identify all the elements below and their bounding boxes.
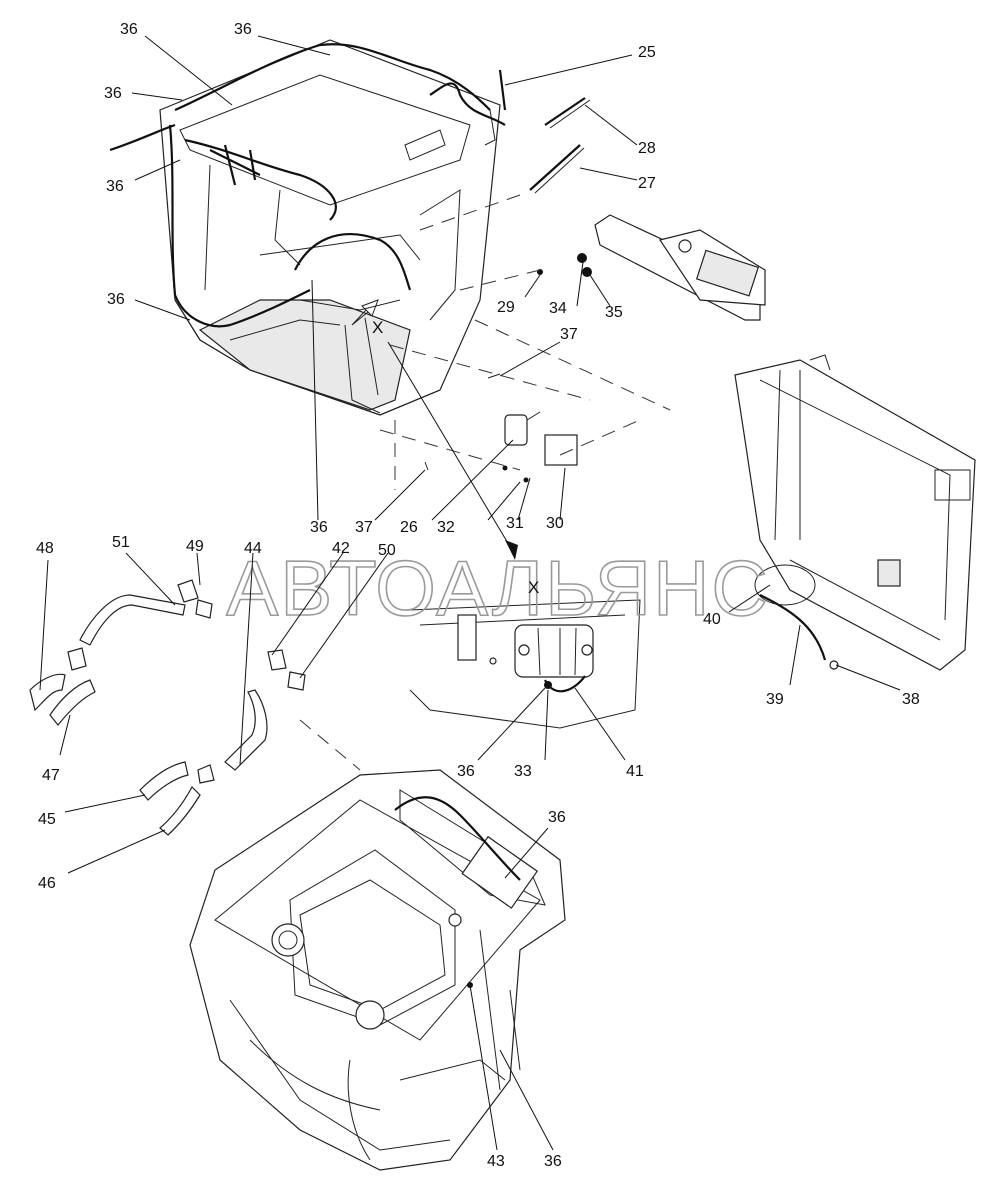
callout-47: 47: [42, 767, 60, 784]
callout-49: 49: [186, 538, 204, 555]
callout-36-a: 36: [120, 21, 138, 38]
wiring-harness-cab: [109, 43, 507, 328]
cab-rear-frame: [734, 354, 976, 671]
cab-frame-upper: [159, 39, 501, 416]
callout-32: 32: [437, 519, 455, 536]
callout-40: 40: [703, 611, 721, 628]
callout-50: 50: [378, 542, 396, 559]
callout-35: 35: [605, 304, 623, 321]
leader-lines: [39, 35, 901, 1151]
callout-36-i: 36: [544, 1153, 562, 1170]
callout-27: 27: [638, 175, 656, 192]
callout-45: 45: [38, 811, 56, 828]
detail-view-x: [409, 599, 641, 729]
callout-37-b: 37: [355, 519, 373, 536]
callout-36-e: 36: [107, 291, 125, 308]
callout-36-b: 36: [234, 21, 252, 38]
callout-43: 43: [487, 1153, 505, 1170]
callout-39: 39: [766, 691, 784, 708]
view-marker-detail: X: [528, 578, 539, 597]
rear-panel-cover: [577, 214, 766, 321]
hose-39: [759, 594, 839, 670]
callout-26: 26: [400, 519, 418, 536]
callout-44: 44: [244, 540, 262, 557]
callout-38: 38: [902, 691, 920, 708]
callout-46: 46: [38, 875, 56, 892]
callout-42: 42: [332, 540, 350, 557]
callout-33: 33: [514, 763, 532, 780]
wiper-arm-27: [529, 144, 585, 194]
callout-36-c: 36: [104, 85, 122, 102]
callout-36-h: 36: [548, 809, 566, 826]
callout-34: 34: [549, 300, 567, 317]
detail-ring-40: [754, 564, 816, 606]
callout-29: 29: [497, 299, 515, 316]
view-x-arrow: [351, 299, 518, 560]
watermark-text: АВТОАЛЬЯНС: [226, 544, 770, 632]
callout-31: 31: [506, 515, 524, 532]
callout-37-a: 37: [560, 326, 578, 343]
hoses-right: [139, 649, 306, 836]
cab-frame-lower: [189, 769, 566, 1171]
callout-41: 41: [626, 763, 644, 780]
callout-36-f: 36: [310, 519, 328, 536]
assembly-guide-lines: [299, 194, 671, 771]
callout-51: 51: [112, 534, 130, 551]
callout-25: 25: [638, 44, 656, 61]
view-marker-top: X: [372, 318, 383, 337]
callout-48: 48: [36, 540, 54, 557]
callout-28: 28: [638, 140, 656, 157]
callout-36-d: 36: [106, 178, 124, 195]
wiring-harness-floor: [394, 796, 521, 881]
callout-30: 30: [546, 515, 564, 532]
wiper-arm-28: [544, 97, 591, 129]
callout-36-g: 36: [457, 763, 475, 780]
callout-labels: 36 36 36 36 36 25 28 27 29 34 35 37 36 3…: [36, 21, 920, 1170]
hoses-left: [29, 579, 213, 726]
